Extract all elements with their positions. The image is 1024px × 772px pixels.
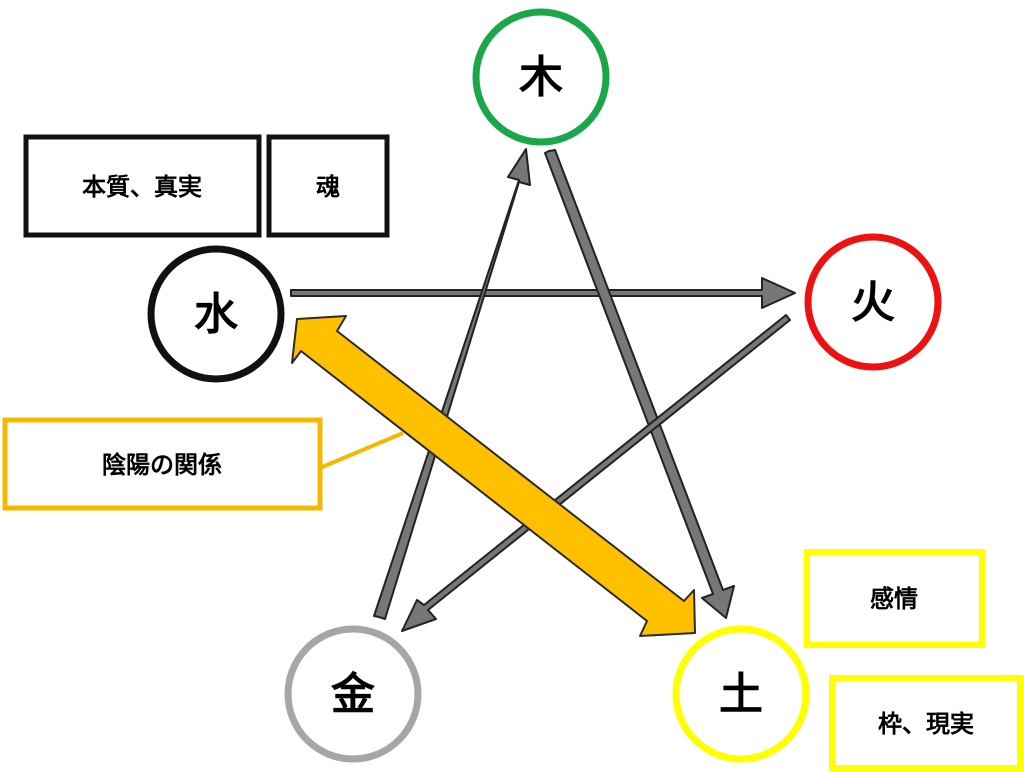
- box-essence: 本質、真実: [23, 134, 262, 238]
- box-essence-label: 本質、真実: [82, 173, 202, 201]
- node-water: 水: [147, 245, 285, 383]
- box-yinyang-frame: [2, 417, 323, 511]
- node-metal-label: 金: [330, 669, 376, 720]
- box-soul: 魂: [266, 134, 390, 238]
- box-emotion-frame: [804, 549, 985, 648]
- node-fire-label: 火: [851, 277, 895, 328]
- arrow-wood-to-earth: [544, 149, 735, 619]
- box-yinyang-label: 陰陽の関係: [102, 451, 222, 479]
- node-fire: 火: [804, 233, 942, 371]
- node-fire-ring: [804, 233, 942, 371]
- box-emotion: 感情: [804, 549, 985, 648]
- yinyang-callout-line: [319, 431, 404, 470]
- node-wood-label: 木: [519, 52, 563, 103]
- node-water-ring: [147, 245, 285, 383]
- arrow-water-to-fire: [290, 277, 796, 309]
- node-wood-ring: [472, 8, 610, 146]
- node-earth-label: 土: [719, 669, 763, 720]
- box-frame: 枠、現実: [829, 675, 1023, 771]
- node-water-label: 水: [194, 289, 239, 340]
- box-soul-label: 魂: [316, 173, 340, 201]
- box-yinyang: 陰陽の関係: [2, 417, 323, 511]
- node-metal-ring: [284, 625, 422, 763]
- arrow-fire-to-metal: [401, 314, 791, 632]
- node-metal: 金: [284, 625, 422, 763]
- box-soul-frame: [266, 134, 390, 238]
- box-essence-frame: [23, 134, 262, 238]
- node-earth: 土: [672, 625, 810, 763]
- arrow-yinyang-water-earth: [291, 315, 696, 637]
- box-frame-label: 枠、現実: [878, 710, 974, 738]
- node-wood: 木: [472, 8, 610, 146]
- arrow-metal-to-wood: [373, 148, 531, 620]
- node-earth-ring: [672, 625, 810, 763]
- box-frame-frame: [829, 675, 1023, 771]
- box-emotion-label: 感情: [870, 585, 918, 613]
